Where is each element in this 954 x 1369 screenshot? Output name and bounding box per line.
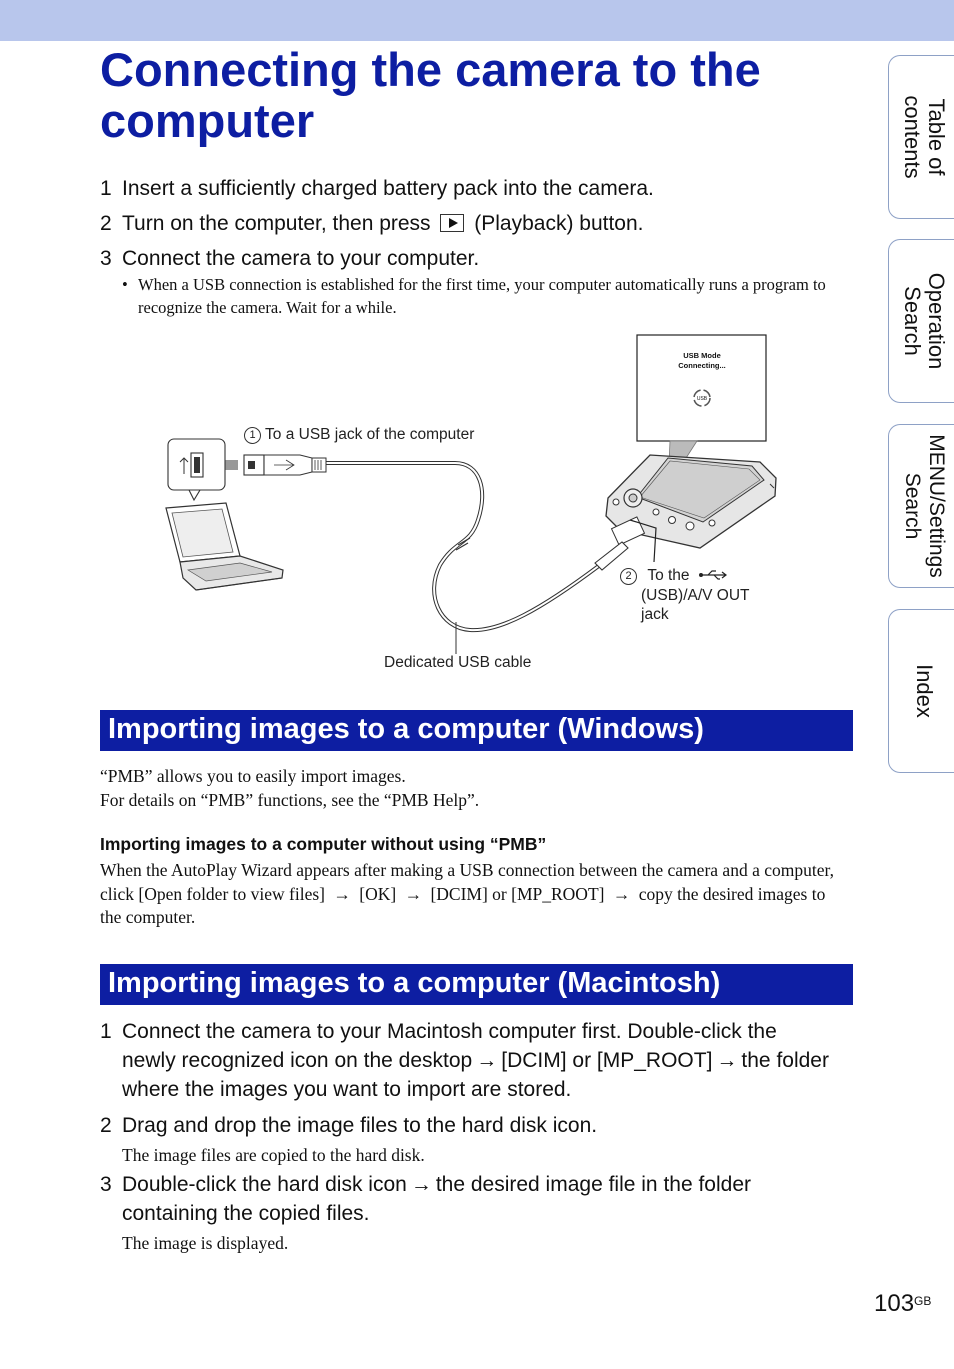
- step-text: Drag and drop the image files to the har…: [122, 1114, 598, 1137]
- callout-usb-computer: 1 To a USB jack of the computer: [244, 425, 474, 444]
- windows-body-b: [OK]: [359, 883, 397, 904]
- windows-body-c: [DCIM] or [MP_ROOT]: [430, 883, 605, 904]
- cable-break-mark: [455, 537, 471, 551]
- tab-menu-settings-search[interactable]: MENU/Settings Search: [888, 424, 954, 588]
- mac-step-1-a: Connect the camera to your Macintosh com…: [122, 1020, 777, 1072]
- step-text-before: Turn on the computer, then press: [122, 212, 431, 235]
- windows-body-a: When the AutoPlay Wizard appears after m…: [100, 860, 834, 904]
- callout-text-2c: jack: [641, 606, 669, 623]
- cable-label: Dedicated USB cable: [384, 654, 532, 671]
- page-title: Connecting the camera to the computer: [100, 43, 761, 147]
- screen-line-1: USB Mode: [683, 351, 721, 360]
- mac-step-2-note: The image files are copied to the hard d…: [122, 1145, 425, 1165]
- camera-screen-popup: [636, 334, 767, 442]
- step-2: 2 Turn on the computer, then press (Play…: [100, 209, 840, 238]
- usb-badge-text: USB: [697, 396, 708, 402]
- step-text-after: (Playback) button.: [474, 212, 644, 235]
- mac-step-3-b: the desired image file in the folder con…: [122, 1173, 751, 1225]
- mac-step-3-a: Double-click the hard disk icon: [122, 1173, 407, 1196]
- laptop-icon: [165, 502, 284, 591]
- callout-text-2b: (USB)/A/V OUT: [641, 587, 750, 604]
- callout-camera-jack: 2 To the (USB)/A/V OUT jack: [620, 566, 750, 624]
- callout-number-1: 1: [244, 427, 261, 444]
- step-number: 3: [100, 247, 112, 270]
- screen-line-2: Connecting...: [678, 361, 726, 370]
- usb-port-callout: [167, 438, 226, 502]
- step-1: 1 Insert a sufficiently charged battery …: [100, 174, 840, 203]
- tab-label: MENU/Settings Search: [900, 434, 948, 578]
- step-number: 3: [100, 1173, 112, 1196]
- step-number: 1: [100, 1020, 112, 1043]
- page-number: 103GB: [874, 1290, 931, 1318]
- windows-intro: “PMB” allows you to easily import images…: [100, 765, 845, 812]
- step-text: Double-click the hard disk icon→the desi…: [122, 1170, 835, 1228]
- callout-number-2: 2: [620, 568, 637, 585]
- mac-step-2: 2 Drag and drop the image files to the h…: [100, 1111, 840, 1140]
- arrow-icon: →: [476, 1049, 498, 1072]
- bullet-note: • When a USB connection is established f…: [122, 274, 852, 319]
- mac-step-3: 3 Double-click the hard disk icon→the de…: [100, 1170, 835, 1228]
- windows-line-2: For details on “PMB” functions, see the …: [100, 789, 480, 810]
- section-heading-windows: Importing images to a computer (Windows): [100, 710, 853, 751]
- arrow-icon: →: [716, 1049, 738, 1072]
- tab-operation-search[interactable]: Operation Search: [888, 239, 954, 403]
- playback-icon: [440, 214, 465, 232]
- step-text: Connect the camera to your computer.: [122, 247, 480, 270]
- callout-text-1: To a USB jack of the computer: [265, 426, 475, 443]
- usb-sync-icon: [693, 389, 711, 407]
- mac-step-1-c: the folder where the images you want to …: [122, 1049, 829, 1101]
- top-color-band: [0, 0, 954, 41]
- windows-subheading: Importing images to a computer without u…: [100, 834, 547, 854]
- step-number: 1: [100, 177, 112, 200]
- section-heading-macintosh: Importing images to a computer (Macintos…: [100, 964, 853, 1005]
- page-number-value: 103: [874, 1290, 915, 1317]
- step-text: Connect the camera to your Macintosh com…: [122, 1017, 835, 1104]
- windows-body-d: copy the desired images to the computer.: [100, 883, 826, 928]
- windows-body: When the AutoPlay Wizard appears after m…: [100, 859, 845, 930]
- step-3: 3 Connect the camera to your computer.: [100, 244, 840, 273]
- camera-connector: [594, 541, 629, 571]
- arrow-icon: →: [410, 1173, 432, 1196]
- bullet-text: When a USB connection is established for…: [138, 275, 826, 317]
- callout-text-2a: To the: [647, 567, 690, 584]
- tab-table-of-contents[interactable]: Table of contents: [888, 55, 954, 219]
- tab-label: Index: [911, 664, 937, 718]
- mac-step-1-b: [DCIM] or [MP_ROOT]: [501, 1049, 713, 1072]
- mac-step-3-note: The image is displayed.: [122, 1233, 289, 1253]
- bullet-dot: •: [122, 275, 128, 294]
- step-text: Insert a sufficiently charged battery pa…: [122, 177, 654, 200]
- usb-plug-icon: [243, 454, 327, 476]
- step-text: Turn on the computer, then press (Playba…: [122, 209, 840, 238]
- usb-symbol-icon: [698, 567, 730, 586]
- arrow-icon: →: [612, 883, 631, 904]
- mac-step-1: 1 Connect the camera to your Macintosh c…: [100, 1017, 835, 1104]
- step-number: 2: [100, 1114, 112, 1137]
- usb-cable: [326, 461, 620, 633]
- page-number-suffix: GB: [914, 1294, 932, 1308]
- connection-diagram: USB Mode Connecting... USB: [165, 334, 777, 654]
- windows-line-1: “PMB” allows you to easily import images…: [100, 766, 406, 786]
- step-number: 2: [100, 212, 112, 235]
- camera-icon: [605, 454, 777, 563]
- tab-label: Operation Search: [899, 272, 949, 370]
- arrow-icon: →: [404, 883, 423, 904]
- arrow-icon: →: [333, 883, 351, 904]
- tab-label: Table of contents: [899, 95, 949, 179]
- tab-index[interactable]: Index: [888, 609, 954, 773]
